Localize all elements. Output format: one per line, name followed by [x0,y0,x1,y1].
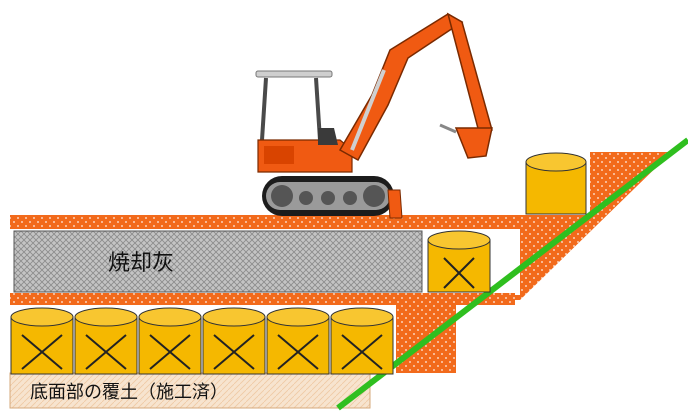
drum-icon [427,230,491,293]
ash-label: 焼却灰 [108,251,174,276]
drum-icon [330,307,394,375]
bottom-cover-soil [9,372,371,409]
middle-soil-layer [10,293,515,305]
drum-icon [266,307,330,375]
bottom-cover-label: 底面部の覆土（施工済） [30,382,228,403]
drum-icon [525,152,587,215]
incineration-ash-block [13,230,423,293]
drum-row [10,307,394,375]
drum-icon [10,307,74,375]
drum-icon [74,307,138,375]
top-soil-layer [10,215,590,229]
drum-icon [202,307,266,375]
slope-line [336,137,688,411]
drum-icon [138,307,202,375]
mini-excavator-icon [255,12,493,219]
